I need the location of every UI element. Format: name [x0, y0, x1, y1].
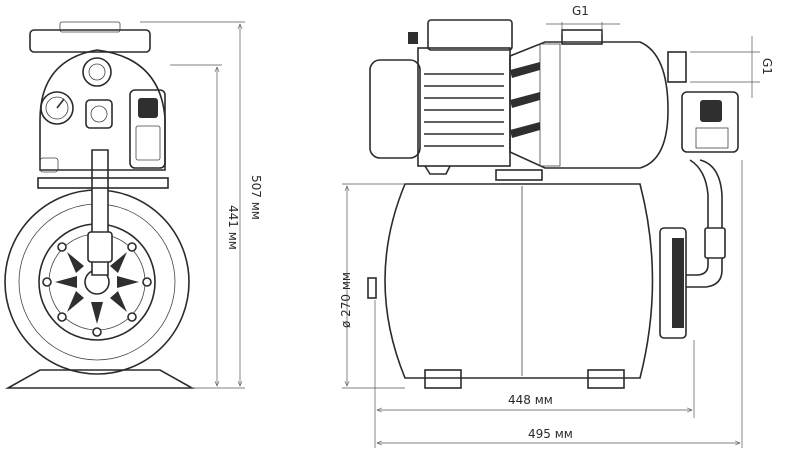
side-pressure-switch — [681, 91, 739, 153]
dim-label-total-height: 507 мм — [249, 175, 263, 220]
side-pump-housing — [509, 41, 669, 169]
side-view: G1 G1 ø 270 мм 448 мм 495 мм — [339, 4, 774, 448]
side-outlet-port — [667, 51, 687, 83]
side-tank-valve — [367, 277, 377, 299]
side-motor-stand — [424, 165, 451, 175]
front-pressure-switch — [129, 89, 166, 169]
thread-dimension-lines — [546, 22, 760, 98]
side-tank-foot-left — [424, 369, 462, 389]
side-terminal-box — [427, 19, 513, 51]
front-pump-bracket — [37, 177, 169, 189]
front-outlet-port — [82, 57, 112, 87]
front-pump-housing — [39, 49, 166, 171]
side-motor-cap — [369, 59, 421, 159]
side-coupling-ribs — [510, 62, 540, 138]
front-base-foot — [4, 369, 196, 389]
side-inlet-port — [561, 29, 603, 45]
front-side-logo — [39, 157, 59, 173]
side-motor-fins — [424, 73, 504, 147]
dim-label-inlet-thread: G1 — [572, 4, 589, 18]
length-dimension-lines — [374, 160, 743, 448]
dim-label-tank-length: 448 мм — [508, 393, 553, 407]
dim-label-tank-height: 441 мм — [226, 205, 240, 250]
side-tank-foot-right — [587, 369, 625, 389]
diameter-dimension-lines — [342, 183, 405, 389]
dim-label-outlet-thread: G1 — [760, 58, 774, 75]
pressure-gauge — [40, 91, 74, 125]
side-connection-pipe — [686, 159, 723, 288]
dim-label-tank-diameter: ø 270 мм — [339, 272, 353, 328]
side-motor-body — [417, 47, 511, 167]
front-logo-plate — [85, 99, 113, 129]
dim-label-total-length: 495 мм — [528, 427, 573, 441]
front-pump-top-handle — [29, 29, 151, 53]
side-membrane-flange — [659, 227, 687, 339]
side-pump-bracket — [495, 169, 543, 181]
front-view: 507 мм 441 мм — [4, 21, 263, 389]
front-dimension-lines — [140, 21, 245, 389]
side-tank-body — [384, 183, 654, 379]
